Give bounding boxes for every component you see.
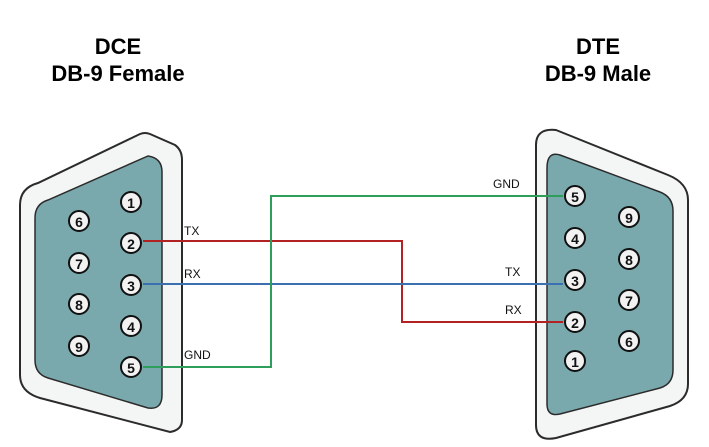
dce-tx-label: TX (184, 224, 199, 238)
svg-text:9: 9 (625, 210, 633, 226)
svg-text:4: 4 (127, 319, 135, 335)
svg-text:8: 8 (75, 297, 83, 313)
dte-title-line1: DTE (576, 34, 620, 59)
svg-text:5: 5 (571, 189, 579, 205)
dte-pin-3: 3 (564, 269, 586, 291)
svg-text:3: 3 (127, 278, 135, 294)
wires (143, 195, 563, 368)
dce-title-line1: DCE (94, 34, 142, 59)
svg-text:5: 5 (127, 360, 135, 376)
svg-text:2: 2 (571, 315, 579, 331)
svg-text:9: 9 (75, 339, 83, 355)
dce-face (34, 155, 163, 409)
dce-title: DCE DB-9 Female (18, 33, 218, 87)
dce-pin-5: 5 (120, 356, 142, 378)
dte-tx-label: TX (505, 265, 520, 279)
svg-text:4: 4 (571, 231, 579, 247)
dce-gnd-label: GND (184, 348, 211, 362)
svg-text:3: 3 (571, 273, 579, 289)
wire-gnd-to-gnd (143, 195, 563, 368)
dte-pin-8: 8 (618, 248, 640, 270)
dte-gnd-label: GND (493, 177, 520, 191)
dte-face (546, 153, 674, 416)
svg-text:7: 7 (75, 256, 83, 272)
dce-pin-2: 2 (120, 232, 142, 254)
dte-pin-7: 7 (618, 289, 640, 311)
svg-text:1: 1 (127, 195, 135, 211)
dte-pin-5: 5 (564, 185, 586, 207)
dte-title-line2: DB-9 Male (544, 61, 652, 86)
dce-pin-9: 9 (68, 335, 90, 357)
dce-pin-1: 1 (120, 191, 142, 213)
dte-pins: 5 4 3 2 1 9 8 7 6 (564, 185, 640, 372)
svg-text:1: 1 (571, 354, 579, 370)
dce-pin-8: 8 (68, 293, 90, 315)
dte-pin-9: 9 (618, 206, 640, 228)
dte-pin-6: 6 (618, 330, 640, 352)
dte-connector (535, 128, 689, 440)
dte-pin-1: 1 (564, 350, 586, 372)
wire-tx-to-rx (143, 240, 563, 323)
dce-pin-3: 3 (120, 274, 142, 296)
dte-pin-2: 2 (564, 311, 586, 333)
dte-rx-label: RX (505, 303, 522, 317)
svg-text:2: 2 (127, 236, 135, 252)
dte-title: DTE DB-9 Male (498, 33, 698, 87)
dce-pins: 1 2 3 4 5 6 7 8 9 (68, 191, 142, 378)
dce-pin-7: 7 (68, 252, 90, 274)
dte-pin-4: 4 (564, 227, 586, 249)
dce-pin-6: 6 (68, 210, 90, 232)
svg-text:8: 8 (625, 252, 633, 268)
dce-rx-label: RX (184, 267, 201, 281)
dce-connector (19, 132, 183, 434)
svg-text:6: 6 (625, 334, 633, 350)
svg-text:6: 6 (75, 214, 83, 230)
svg-text:7: 7 (625, 293, 633, 309)
dce-pin-4: 4 (120, 315, 142, 337)
dce-title-line2: DB-9 Female (51, 61, 185, 86)
